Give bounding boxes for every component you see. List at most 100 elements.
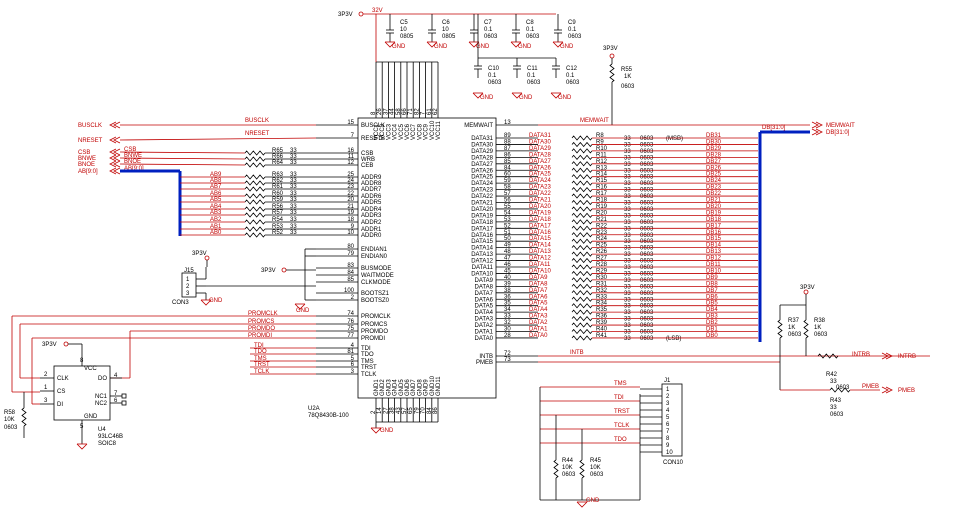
gnd-label: GND (296, 308, 310, 314)
db-net-label: DB3 (706, 314, 718, 320)
nreset-net (119, 137, 317, 141)
res-value: 33 (290, 154, 297, 160)
right-pin-number: 36 (504, 294, 511, 300)
port-arrow (113, 136, 121, 144)
res-value: 33 (624, 317, 631, 323)
res-ref: R9 (596, 139, 604, 145)
res-value: 33 (624, 291, 631, 297)
connector-pin: 9 (666, 443, 670, 449)
res-package: 0603 (590, 472, 604, 478)
power-3p3v-symbol (281, 267, 287, 273)
resistor (553, 459, 559, 479)
cap-ref: C12 (566, 66, 578, 72)
left-pin-name: ADDR9 (361, 175, 382, 181)
res-package: 0603 (640, 278, 654, 284)
db-net-label: DB29 (706, 146, 722, 152)
res-package: 0603 (640, 330, 654, 336)
power-label: 3P3V (192, 251, 207, 257)
net-label: INTRB (852, 352, 870, 358)
power-label: 3P3V (800, 285, 815, 291)
db-net-label: DB21 (706, 198, 722, 204)
right-pin-name: DATA29 (471, 149, 493, 155)
gnd-symbol (200, 299, 212, 306)
right-pin-name: DATA30 (471, 142, 493, 148)
res-ref: R15 (596, 178, 608, 184)
left-pin-name: ADDR0 (361, 233, 382, 239)
res-value: 33 (290, 160, 297, 166)
port-label: BNWE (78, 156, 96, 162)
data-net-label: DATA10 (529, 268, 551, 274)
left-pin-number: 6 (351, 362, 355, 368)
res-value: 33 (624, 213, 631, 219)
cap-package: 0603 (566, 80, 580, 86)
pin-number: 3 (44, 398, 48, 404)
gnd-pin-number: 65 (408, 407, 414, 414)
data-net-label: DATA8 (529, 281, 548, 287)
gnd-symbol (76, 443, 88, 450)
power-label: 32V (372, 8, 383, 14)
right-pin-name: DATA14 (471, 246, 493, 252)
pin-number: 4 (114, 373, 118, 379)
gnd-pin-name: GND5 (399, 379, 405, 396)
addr-net-label: AB4 (210, 204, 222, 210)
gnd-pin-number: 70 (421, 407, 427, 414)
db-net-label: DB27 (706, 159, 722, 165)
port-arrow (113, 167, 121, 175)
data-resistor (571, 219, 593, 225)
addr-resistor (244, 206, 266, 212)
nc-pin (121, 400, 127, 406)
left-pin-number: 21 (347, 204, 354, 210)
addr-resistor (244, 193, 266, 199)
vcc-pin-number: 44 (390, 108, 396, 115)
vcc-pin-name: VCC6 (405, 123, 411, 140)
cap-ref: C5 (400, 20, 408, 26)
data-net-label: DATA18 (529, 217, 551, 223)
left-pin-name: BUSCLK (361, 123, 385, 129)
res-package: 0603 (640, 201, 654, 207)
right-pin-name: DATA16 (471, 233, 493, 239)
res-package: 0603 (640, 220, 654, 226)
res-ref: R43 (830, 398, 842, 404)
vcc-pin-number: 61 (427, 108, 433, 115)
data-net-label: DATA29 (529, 146, 551, 152)
port-label: PMEB (898, 388, 915, 394)
right-pin-number: 84 (504, 165, 511, 171)
data-resistor (571, 257, 593, 264)
right-pin-number: 87 (504, 146, 511, 152)
left-pin-number: 15 (347, 120, 354, 126)
data-net-label: DATA19 (529, 210, 551, 216)
vcc-pin-number: 26 (377, 108, 383, 115)
res-value: 33 (624, 259, 631, 265)
right-pin-number: 34 (504, 307, 511, 313)
resistor (579, 459, 585, 479)
res-package: 0603 (640, 194, 654, 200)
gnd-symbol (552, 41, 564, 48)
res-value: 1K (814, 325, 821, 331)
data-net-label: DATA4 (529, 307, 548, 313)
res-ref: R61 (272, 184, 284, 190)
port-label: MEMWAIT (826, 123, 855, 129)
res-value: 1K (624, 74, 631, 80)
pin-name: DI (57, 402, 63, 408)
res-package: 0603 (640, 252, 654, 258)
res-value: 33 (624, 162, 631, 168)
db-net-label: DB24 (706, 178, 722, 184)
ctrl-net (119, 151, 246, 154)
res-ref: R66 (272, 154, 284, 160)
data-net-label: DATA9 (529, 275, 548, 281)
addr-resistor (244, 219, 266, 225)
left-pin-number: 11 (348, 154, 355, 160)
res-value: 33 (830, 379, 837, 385)
right-pin-number: 59 (504, 178, 511, 184)
jtag-net-label: TRST (254, 362, 270, 368)
addr-net-label: AB7 (210, 184, 222, 190)
left-pin-name: ENDIAN0 (361, 254, 388, 260)
res-value: 33 (290, 178, 297, 184)
res-ref: R29 (596, 268, 608, 274)
db-net-label: DB17 (706, 223, 722, 229)
res-ref: R41 (596, 333, 608, 339)
chip-part-number: 93LC46B (98, 434, 123, 440)
data-net-label: DATA1 (529, 327, 548, 333)
right-pin-number: 73 (504, 357, 511, 363)
db-net-label: DB30 (706, 139, 722, 145)
